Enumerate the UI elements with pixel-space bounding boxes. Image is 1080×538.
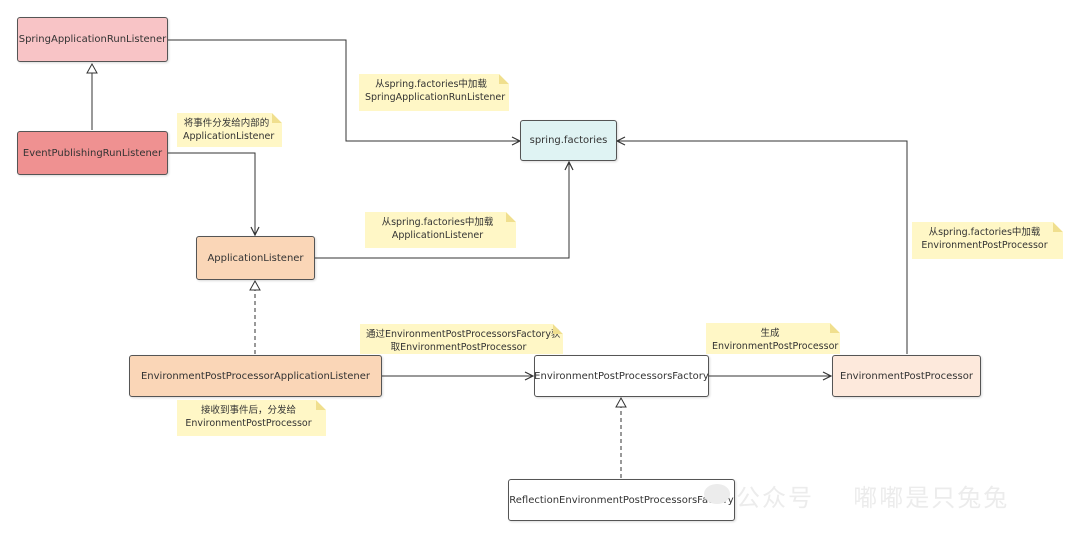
- note-line: 生成: [760, 328, 780, 339]
- box-env-pp-application-listener: EnvironmentPostProcessorApplicationListe…: [129, 355, 382, 397]
- box-spring-application-run-listener: SpringApplicationRunListener: [17, 17, 168, 62]
- box-label: EnvironmentPostProcessor: [840, 370, 973, 382]
- box-label: spring.factories: [529, 135, 608, 146]
- box-event-publishing-run-listener: EventPublishingRunListener: [17, 131, 168, 175]
- note-line: 将事件分发给内部的: [183, 118, 270, 129]
- box-label: ApplicationListener: [207, 252, 304, 264]
- box-spring-factories: spring.factories: [520, 120, 617, 161]
- note-line: EnvironmentPostProcessor: [712, 341, 839, 352]
- box-env-pp: EnvironmentPostProcessor: [832, 355, 981, 397]
- note-receive-event: 接收到事件后，分发给 EnvironmentPostProcessor: [177, 400, 326, 436]
- note-line: SpringApplicationRunListener: [365, 92, 506, 103]
- note-dispatch-event: 将事件分发给内部的 ApplicationListener: [177, 113, 282, 147]
- note-load-env-pp: 从spring.factories中加载 EnvironmentPostProc…: [912, 222, 1063, 259]
- edge-envpp-to-factories: [617, 141, 908, 354]
- watermark-account: 公众号 嘟嘟是只兔兔: [736, 478, 1009, 513]
- note-line: 通过EnvironmentPostProcessorsFactory获: [366, 329, 561, 340]
- note-line: 接收到事件后，分发给: [200, 405, 296, 416]
- note-line: 从spring.factories中加载: [375, 79, 487, 90]
- edge-applistener-to-factories: [315, 162, 569, 259]
- note-line: ApplicationListener: [183, 131, 275, 142]
- wechat-icon: [704, 484, 730, 504]
- note-line: 从spring.factories中加载: [381, 217, 494, 228]
- watermark-part2: 嘟嘟是只兔兔: [853, 484, 1010, 512]
- note-line: ApplicationListener: [391, 230, 484, 241]
- box-label: EventPublishingRunListener: [22, 147, 163, 159]
- edge-eventpublishing-to-applistener: [168, 152, 255, 235]
- box-label: ReflectionEnvironmentPostProcessorsFacto…: [509, 494, 734, 506]
- note-load-run-listener: 从spring.factories中加载 SpringApplicationRu…: [359, 74, 509, 111]
- box-env-pp-factory: EnvironmentPostProcessorsFactory: [534, 355, 709, 397]
- box-reflection-factory: ReflectionEnvironmentPostProcessorsFacto…: [508, 479, 735, 521]
- watermark-part1: 公众号: [736, 484, 814, 512]
- note-load-app-listener: 从spring.factories中加载 ApplicationListener: [365, 212, 516, 248]
- edge-runlistener-to-factories: [168, 39, 520, 141]
- box-label: SpringApplicationRunListener: [18, 34, 167, 45]
- box-application-listener: ApplicationListener: [196, 236, 315, 280]
- note-generate: 生成 EnvironmentPostProcessor: [706, 323, 840, 354]
- note-line: 取EnvironmentPostProcessor: [390, 342, 527, 353]
- note-line: EnvironmentPostProcessor: [185, 418, 312, 429]
- note-line: 从spring.factories中加载: [928, 227, 1041, 238]
- note-line: EnvironmentPostProcessor: [921, 240, 1048, 251]
- note-get-via-factory: 通过EnvironmentPostProcessorsFactory获 取Env…: [360, 324, 563, 354]
- box-label: EnvironmentPostProcessorApplicationListe…: [140, 370, 371, 382]
- box-label: EnvironmentPostProcessorsFactory: [534, 370, 709, 382]
